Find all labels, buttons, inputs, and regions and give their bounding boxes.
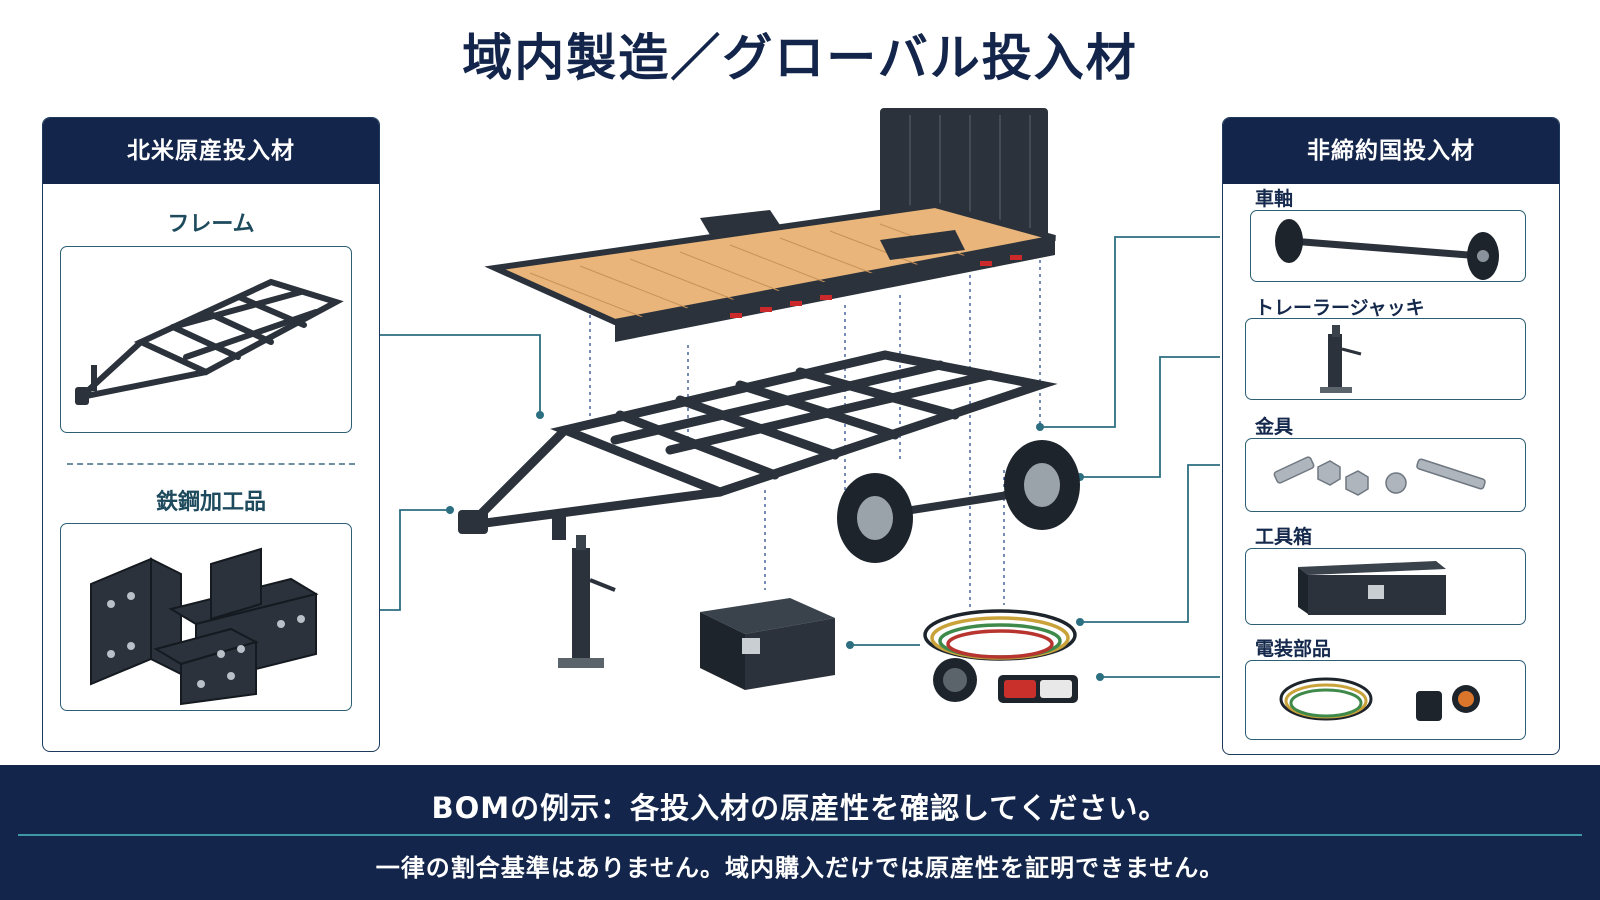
left-panel-header: 北米原産投入材 [43, 118, 379, 184]
trailer-deck [484, 108, 1056, 342]
trailer-axle [837, 440, 1080, 563]
trailer-jack [558, 535, 616, 668]
jack-label: トレーラージャッキ [1255, 297, 1425, 319]
hardware-label: 金具 [1255, 416, 1294, 438]
frame-label: フレーム [167, 212, 255, 237]
non-party-inputs-panel: 非締約国投入材 車軸 トレーラージャッキ 金具 工 [1222, 117, 1560, 755]
frame-image-box [60, 246, 352, 433]
connector-lines [380, 236, 1220, 678]
axle-image-box [1250, 210, 1526, 282]
toolbox-label: 工具箱 [1255, 526, 1313, 548]
footer-primary-text: BOMの例示：各投入材の原産性を確認してください。 [431, 791, 1169, 825]
trailer-frame [465, 350, 1058, 530]
axle-icon [1275, 219, 1499, 280]
toolbox-icon [1298, 561, 1446, 615]
north-america-inputs-panel: 北米原産投入材 フレーム 鉄鋼加工品 [42, 117, 380, 752]
footer-divider [18, 834, 1582, 836]
steel-bracket-icon [90, 547, 319, 706]
footer-banner: BOMの例示：各投入材の原産性を確認してください。 一律の割合基準はありません。… [0, 765, 1600, 900]
wiring-icon [1279, 677, 1480, 721]
wiring-image-box [1245, 660, 1526, 740]
steel-label: 鉄鋼加工品 [155, 490, 266, 515]
hardware-icon [1273, 456, 1486, 496]
toolbox-image-box [1245, 548, 1526, 625]
page-title: 域内製造／グローバル投入材 [462, 29, 1138, 87]
hardware-image-box [1245, 438, 1526, 512]
axle-label: 車軸 [1255, 188, 1294, 210]
trailer-wiring [923, 609, 1077, 661]
left-divider [67, 463, 355, 465]
trailer-toolbox [700, 598, 835, 690]
jack-image-box [1245, 318, 1526, 400]
wiring-label: 電装部品 [1255, 638, 1332, 660]
right-panel-header: 非締約国投入材 [1223, 118, 1559, 184]
jack-icon [1320, 325, 1362, 393]
steel-image-box [60, 523, 352, 711]
trailer-exploded-diagram [380, 108, 1220, 703]
frame-icon [75, 278, 344, 405]
footer-secondary-text: 一律の割合基準はありません。域内購入だけでは原産性を証明できません。 [375, 854, 1225, 882]
